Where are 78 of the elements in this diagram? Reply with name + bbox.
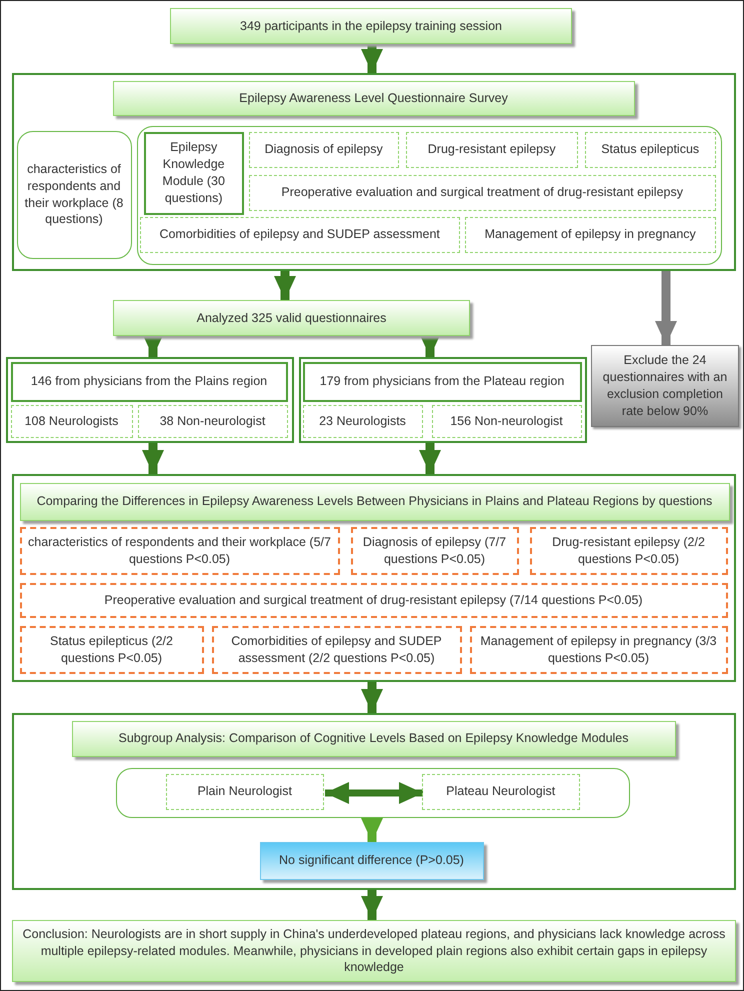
arrow	[361, 818, 383, 842]
box-label: characteristics of respondents and their workplace (5/7 questions P<0.05)	[27, 534, 332, 568]
result-box	[260, 842, 484, 880]
group-frame	[136, 126, 722, 264]
box-label: Exclude the 24 questionnaires with an exclusion completion rate below 90%	[602, 352, 728, 420]
arrow	[325, 782, 423, 804]
box-label: Comorbidities of epilepsy and SUDEP assessment	[158, 226, 441, 244]
arrow	[361, 682, 383, 713]
conclusion-box	[12, 920, 736, 982]
module-box	[406, 132, 578, 168]
box-label: Status epilepticus (2/2 questions P<0.05)	[49, 632, 174, 666]
box-label: Plain Neurologist	[196, 783, 293, 800]
box-label: Analyzed 325 valid questionnaires	[196, 310, 388, 326]
arrow	[419, 443, 441, 474]
box-label: 349 participants in the epilepsy training session	[239, 18, 503, 34]
result-box	[20, 626, 204, 674]
arrow	[274, 271, 296, 300]
box-label: characteristics of respondents and their workplace (8 questions)	[24, 160, 124, 228]
group-frame	[116, 768, 630, 818]
exclusion-box	[591, 345, 739, 427]
box-label: Drug-resistant epilepsy	[426, 141, 557, 158]
box-label: Diagnosis of epilepsy	[264, 141, 384, 158]
module-box	[144, 132, 244, 215]
process-box	[170, 8, 572, 44]
process-box	[113, 300, 470, 336]
arrow	[655, 271, 677, 345]
module-box	[16, 130, 132, 258]
box-label: Epilepsy Knowledge Module (30 questions)	[161, 139, 226, 207]
group-box	[10, 362, 288, 402]
box-label: Epilepsy Awareness Level Questionnaire Survey	[238, 90, 509, 106]
box-label: Comorbidities of epilepsy and SUDEP assessment (2/2 questions P<0.05)	[230, 632, 443, 666]
box-label: Management of epilepsy in pregnancy (3/3 questions P<0.05)	[479, 632, 718, 666]
arrow	[142, 443, 164, 474]
result-box	[20, 582, 728, 618]
module-box	[248, 132, 399, 168]
module-box	[140, 216, 460, 253]
header-box	[112, 80, 634, 116]
group-box	[166, 774, 324, 810]
box-label: Subgroup Analysis: Comparison of Cognitive Levels Based on Epilepsy Knowledge Modules	[117, 730, 630, 747]
header-box	[72, 720, 676, 756]
module-box	[584, 132, 716, 168]
box-label: Preoperative evaluation and surgical treatment of drug-resistant epilepsy (7/14 questions P<0.05)	[103, 592, 644, 608]
box-label: Plateau Neurologist	[445, 783, 556, 800]
group-box	[302, 362, 582, 402]
result-box	[212, 626, 462, 674]
arrow	[361, 44, 383, 73]
box-label: No significant difference (P>0.05)	[278, 852, 465, 869]
box-label: Comparing the Differences in Epilepsy Awareness Levels Between Physicians in Plains and Plateau Regions by questions	[36, 493, 714, 510]
result-box	[20, 526, 340, 574]
box-label: Conclusion: Neurologists are in short supply in China's underdeveloped plateau regions, and physicians lack knowledge across multiple epilepsy-related modules. Meanwhile, physicians in developed plain regions also exhibit certain gaps in epilepsy knowledge	[22, 926, 726, 976]
module-box	[248, 174, 716, 211]
box-label: Status epilepticus	[600, 141, 700, 158]
box-label: 108 Neurologists	[24, 412, 120, 430]
group-box	[422, 774, 580, 810]
module-box	[464, 216, 716, 253]
subgroup-box	[138, 404, 288, 438]
box-label: 179 from physicians from the Plateau region	[318, 373, 566, 390]
box-label: Preoperative evaluation and surgical treatment of drug-resistant epilepsy	[280, 184, 684, 202]
box-label: 146 from physicians from the Plains region	[30, 373, 268, 390]
result-box	[470, 626, 728, 674]
group-frame	[6, 357, 294, 443]
group-frame	[12, 474, 736, 682]
box-label: Management of epilepsy in pregnancy	[484, 226, 697, 244]
subgroup-box	[10, 404, 132, 438]
box-label: 156 Non-neurologist	[449, 412, 564, 430]
group-frame	[299, 357, 587, 443]
result-box	[350, 526, 518, 574]
header-box	[20, 482, 730, 520]
subgroup-box	[302, 404, 422, 438]
subgroup-box	[432, 404, 582, 438]
box-label: Drug-resistant epilepsy (2/2 questions P<0.05)	[551, 534, 706, 568]
box-label: Diagnosis of epilepsy (7/7 questions P<0.05)	[362, 534, 508, 568]
result-box	[530, 526, 728, 574]
group-frame	[12, 713, 736, 890]
group-frame	[12, 73, 736, 271]
box-label: 23 Neurologists	[318, 412, 407, 430]
arrow	[361, 890, 383, 920]
box-label: 38 Non-neurologist	[158, 412, 266, 430]
